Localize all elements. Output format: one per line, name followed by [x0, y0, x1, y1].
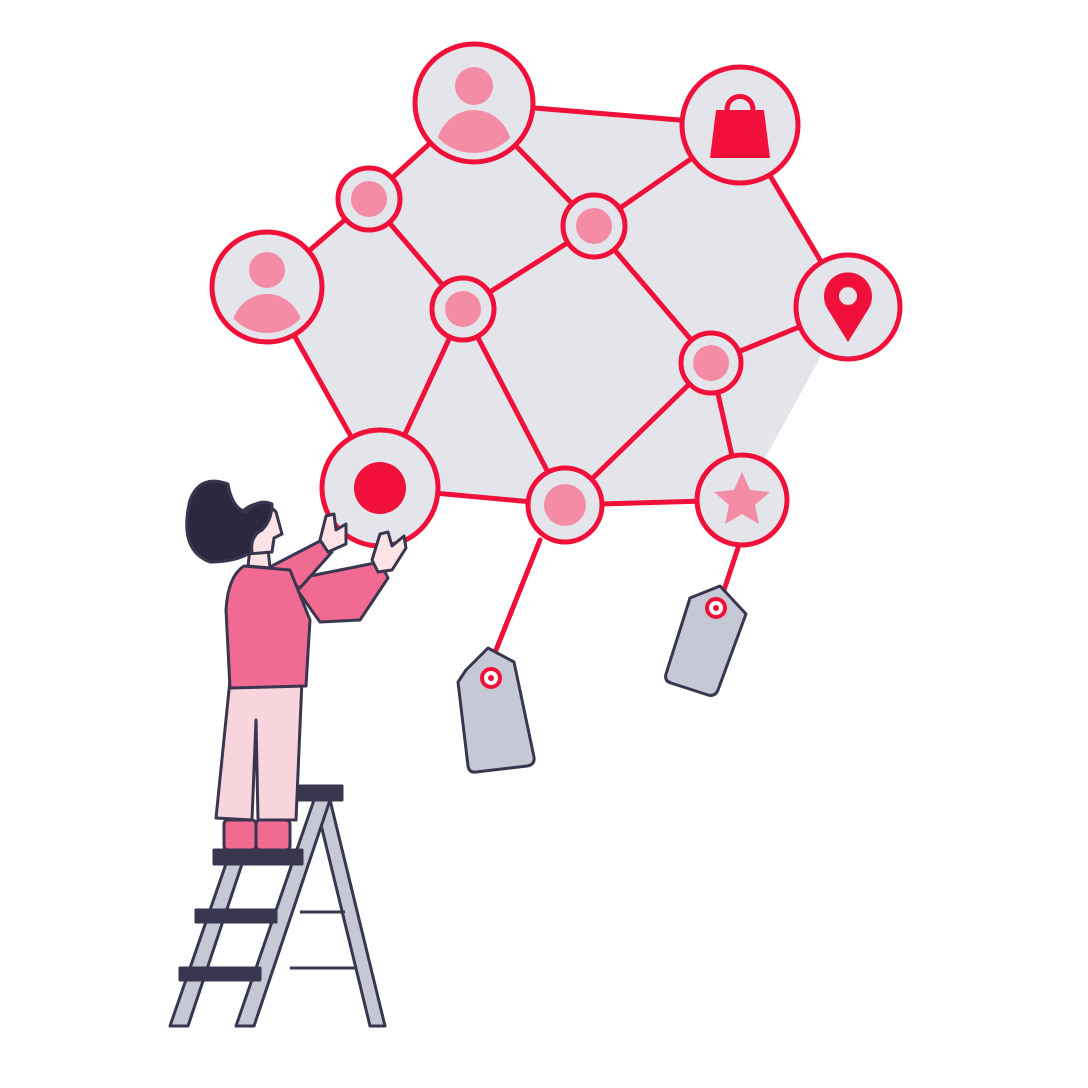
- arm-right: [288, 560, 390, 624]
- star-icon: [714, 472, 770, 524]
- small-node: [525, 465, 605, 545]
- user-icon: [436, 67, 512, 153]
- hand: [318, 512, 348, 554]
- price-tag-left: [456, 646, 536, 774]
- user-icon: [231, 252, 303, 333]
- step-ladder: [168, 784, 387, 1028]
- network-background: [267, 103, 848, 505]
- person-figure: [185, 479, 408, 852]
- shopping-bag-node: [679, 64, 801, 186]
- star-node: [694, 452, 790, 548]
- shopping-bag-icon: [710, 94, 770, 158]
- small-node: [335, 165, 403, 233]
- shoe: [222, 818, 258, 852]
- user-node-left: [209, 229, 325, 345]
- location-node: [793, 252, 903, 362]
- location-pin-icon: [824, 272, 872, 342]
- small-node: [678, 330, 744, 396]
- hand: [370, 530, 408, 574]
- small-node: [560, 192, 628, 260]
- hair: [185, 479, 274, 564]
- user-node-top: [412, 41, 536, 165]
- price-tag-right: [664, 584, 748, 697]
- record-dot-icon: [354, 462, 406, 514]
- shirt: [224, 564, 312, 690]
- shoe: [254, 818, 292, 852]
- small-node: [429, 275, 497, 343]
- pants: [214, 678, 304, 822]
